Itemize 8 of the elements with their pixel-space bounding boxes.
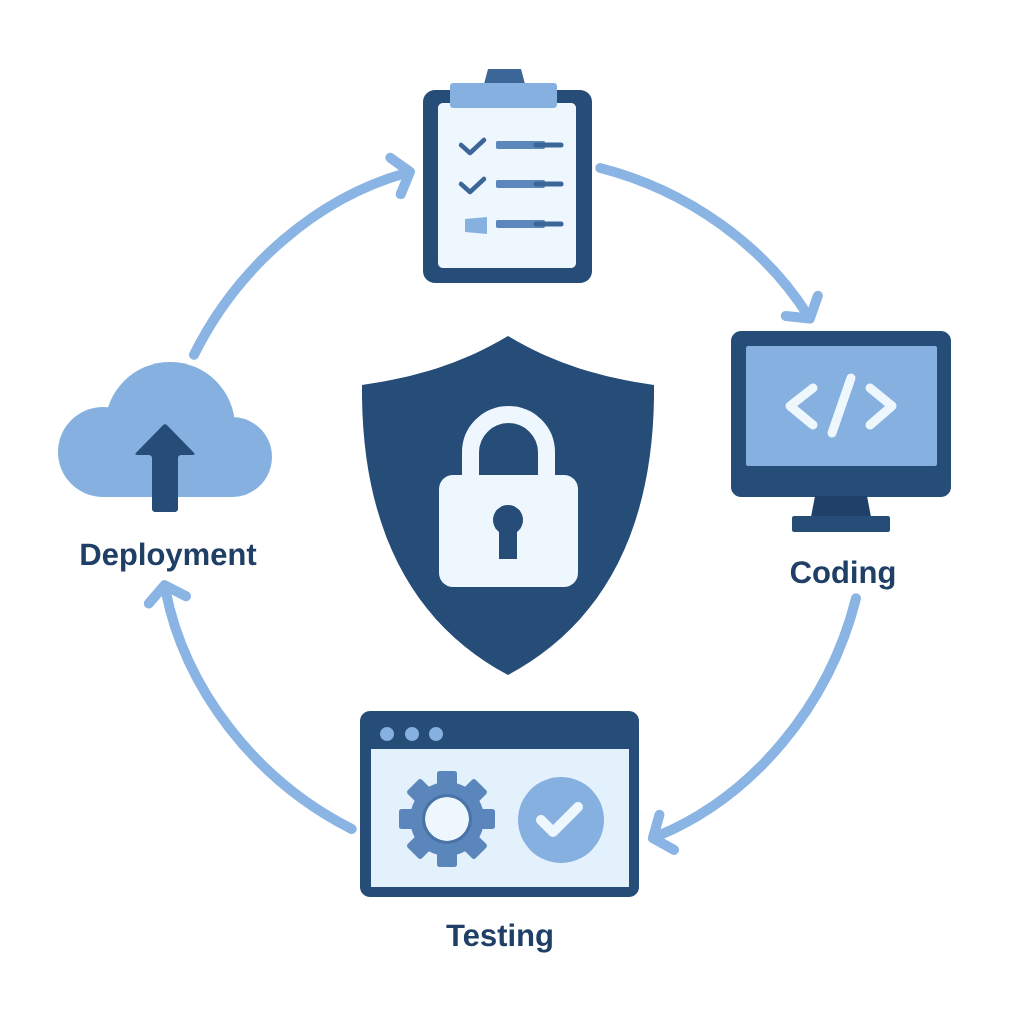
- step-label: Testing: [446, 923, 552, 953]
- arrow: [595, 163, 823, 324]
- arrow: [647, 593, 861, 855]
- step-label: Deployment: [81, 542, 257, 572]
- arrow: [143, 580, 357, 834]
- step-label: Coding: [790, 560, 895, 590]
- arrow: [189, 152, 415, 360]
- shield-lock-icon: [362, 336, 654, 675]
